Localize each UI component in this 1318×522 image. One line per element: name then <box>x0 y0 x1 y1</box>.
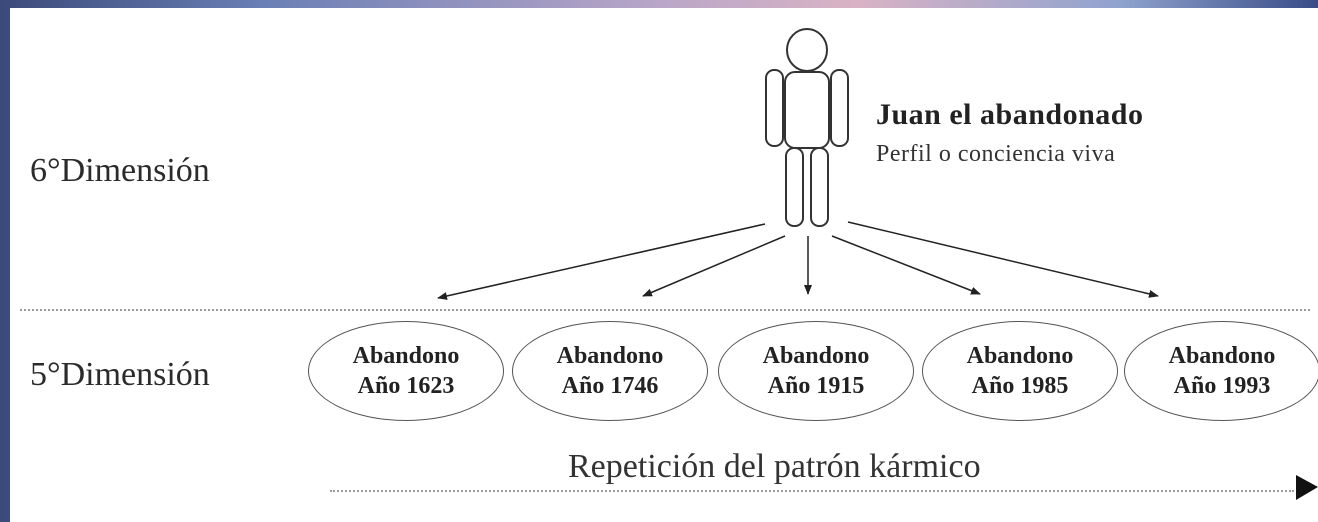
event-ellipse-1993: Abandono Año 1993 <box>1124 321 1318 421</box>
event-label: Abandono <box>762 343 870 369</box>
profile-title: Juan el abandonado <box>876 98 1144 131</box>
arrow-to-1623 <box>437 223 766 300</box>
arrow-to-1985 <box>831 235 981 295</box>
diagram-panel <box>10 8 1318 522</box>
event-ellipse-1623: Abandono Año 1623 <box>308 321 504 421</box>
event-label: Abandono <box>966 343 1074 369</box>
event-ellipse-1985: Abandono Año 1985 <box>922 321 1118 421</box>
timeline-caption: Repetición del patrón kármico <box>568 448 981 485</box>
dimension-divider <box>20 309 1310 311</box>
dimension-lower-label: 5°Dimensión <box>30 356 210 393</box>
event-label: Abandono <box>1168 343 1276 369</box>
event-year: Año 1915 <box>767 373 865 399</box>
event-ellipse-1746: Abandono Año 1746 <box>512 321 708 421</box>
event-year: Año 1746 <box>561 373 659 399</box>
timeline-arrowhead <box>1296 475 1318 500</box>
event-year: Año 1993 <box>1173 373 1271 399</box>
event-ellipse-1915: Abandono Año 1915 <box>718 321 914 421</box>
arrow-to-1993 <box>847 221 1159 298</box>
person-icon <box>765 28 849 227</box>
profile-subtitle: Perfil o conciencia viva <box>876 141 1116 167</box>
event-label: Abandono <box>352 343 460 369</box>
timeline-line <box>330 490 1294 492</box>
event-year: Año 1985 <box>971 373 1069 399</box>
event-year: Año 1623 <box>357 373 455 399</box>
branch-arrows <box>437 221 1159 300</box>
dimension-upper-label: 6°Dimensión <box>30 152 210 189</box>
arrow-to-1746 <box>642 235 786 297</box>
event-label: Abandono <box>556 343 664 369</box>
